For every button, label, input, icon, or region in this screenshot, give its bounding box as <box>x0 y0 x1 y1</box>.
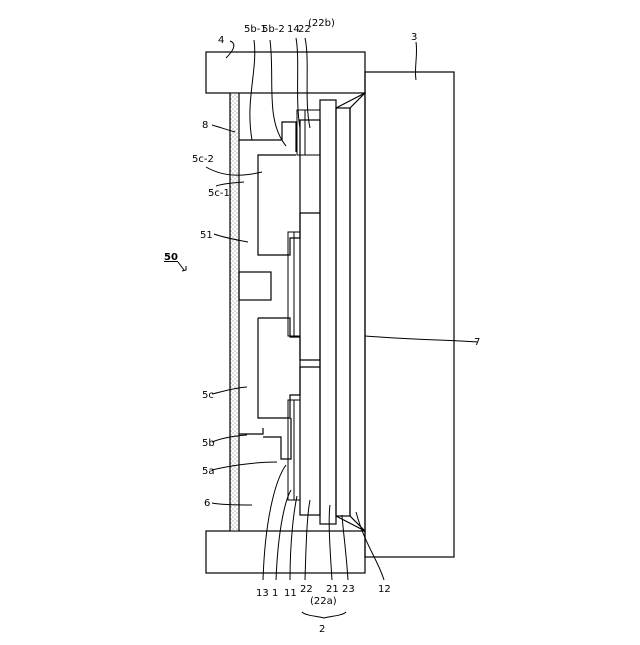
element-11-upper <box>294 232 300 336</box>
label-5c-2: 5c-2 <box>192 154 214 165</box>
layer-12 <box>350 93 365 531</box>
label-11: 11 <box>284 588 297 599</box>
layer-22b <box>305 110 320 155</box>
label-8: 8 <box>202 120 208 131</box>
element-11-lower <box>294 400 300 500</box>
reference-labels: 4 5b-1 5b-2 14 22 (22b) 3 8 5c-2 5c-1 51… <box>164 18 480 635</box>
label-5b-2: 5b-2 <box>262 24 285 35</box>
label-51: 51 <box>200 230 213 241</box>
leader-lines <box>178 38 478 580</box>
layer-21 <box>320 100 336 524</box>
label-50: 50 <box>164 252 178 263</box>
brace-2 <box>302 612 346 618</box>
label-5c: 5c <box>202 390 214 401</box>
label-2: 2 <box>319 624 325 635</box>
label-5b: 5b <box>202 438 215 449</box>
label-7: 7 <box>474 337 480 348</box>
body-3 <box>365 72 454 557</box>
label-23: 23 <box>342 584 355 595</box>
frame-top-block <box>206 52 365 93</box>
layer-22-main <box>300 120 320 515</box>
label-5c-1: 5c-1 <box>208 188 230 199</box>
cap-outline-5c-lower <box>258 318 320 418</box>
label-22b: (22b) <box>308 18 335 29</box>
label-22a: (22a) <box>310 596 337 607</box>
cap-outline-5a <box>263 418 291 459</box>
chamfer-top <box>336 93 365 108</box>
cap-outline-5c-mid <box>258 318 320 360</box>
frame-bottom-block <box>206 531 365 573</box>
label-4: 4 <box>218 35 224 46</box>
cap-outline-5b <box>239 428 263 434</box>
cap-post <box>239 272 271 300</box>
label-21: 21 <box>326 584 339 595</box>
label-13: 13 <box>256 588 269 599</box>
element-1-upper <box>288 232 294 336</box>
layer-23 <box>336 108 350 516</box>
label-3: 3 <box>411 32 417 43</box>
label-1: 1 <box>272 588 278 599</box>
label-22-bottom: 22 <box>300 584 313 595</box>
cap-outline-upper <box>239 122 296 152</box>
cap-outline-5c-upper <box>258 155 320 255</box>
label-6: 6 <box>204 498 210 509</box>
chamfer-bottom <box>336 516 365 531</box>
label-12: 12 <box>378 584 391 595</box>
label-5a: 5a <box>202 466 215 477</box>
